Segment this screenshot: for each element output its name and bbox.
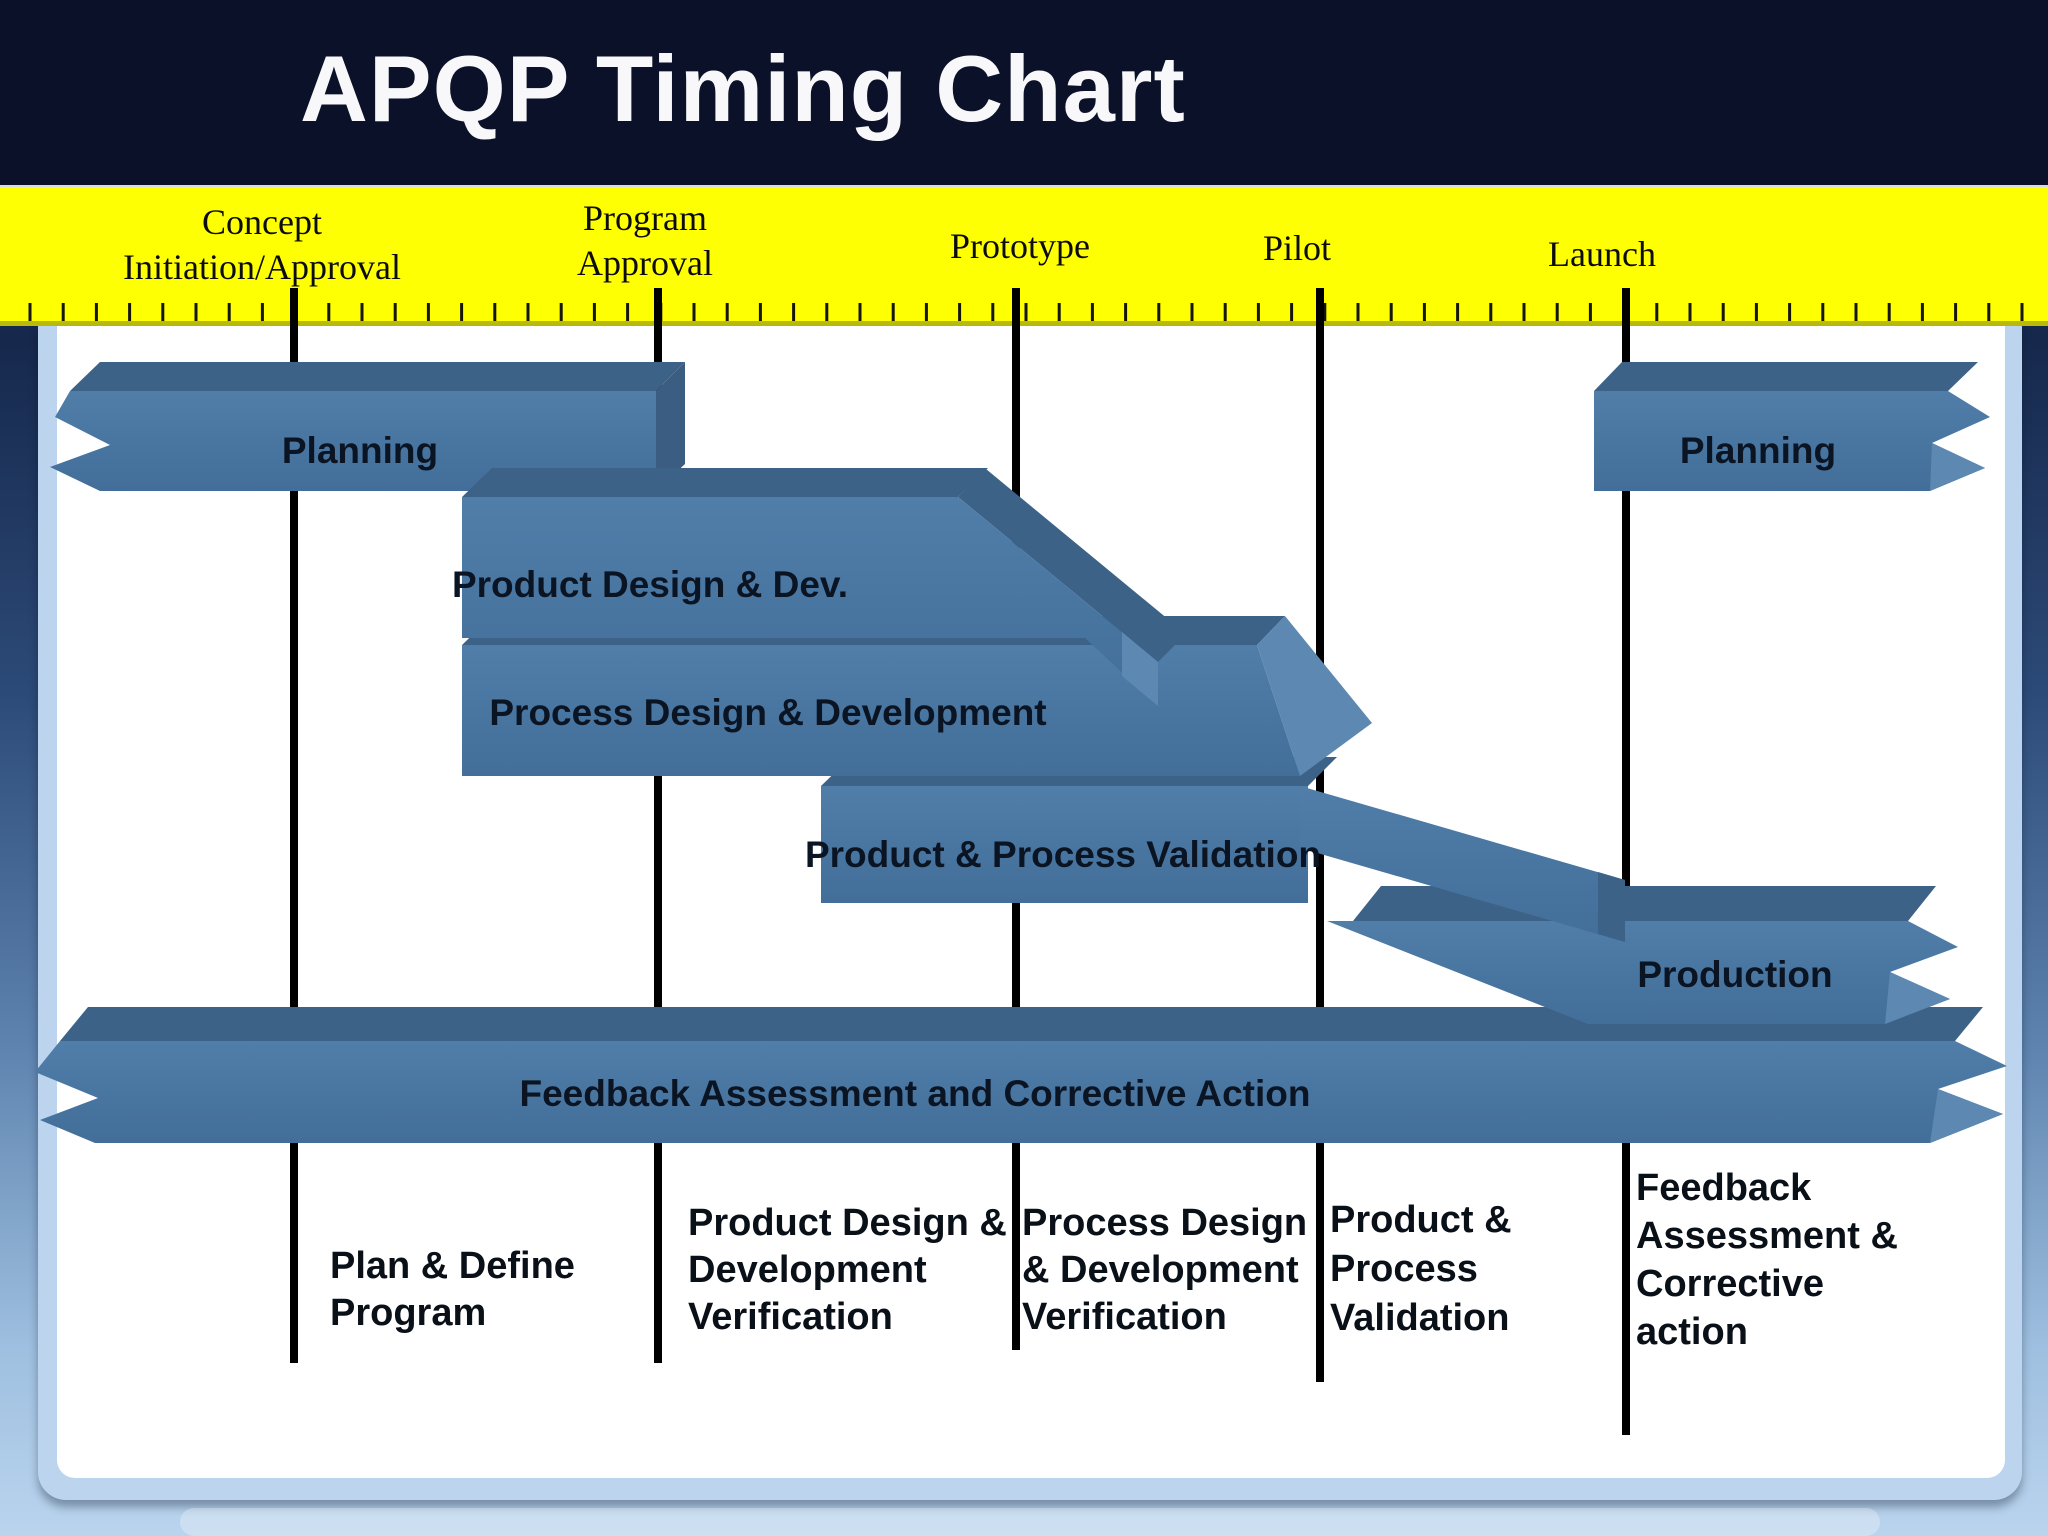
- timeline-ruler: Concept Initiation/Approval Program Appr…: [0, 185, 2048, 326]
- milestone-label-launch: Launch: [1548, 234, 1656, 274]
- phase-label-process-design-ver: Process Design & Development Verificatio…: [1022, 1202, 1308, 1338]
- bar-label-process-design: Process Design & Development: [489, 692, 1046, 733]
- bar-label-product-design: Product Design & Dev.: [452, 564, 848, 605]
- bar-planning-right: [1594, 362, 1990, 491]
- slide-header: APQP Timing Chart: [0, 0, 2048, 185]
- milestone-label-program: Program Approval: [577, 198, 713, 283]
- phase-label-product-design-ver: Product Design & Development Verificatio…: [688, 1202, 1007, 1338]
- milestone-label-concept: Concept Initiation/Approval: [123, 202, 401, 287]
- bar-product-design-dev: [462, 468, 1186, 706]
- bar-product-process-validation: [821, 757, 1337, 903]
- bar-label-planning-right: Planning: [1680, 430, 1836, 471]
- phase-label-plan-define: Plan & Define Program: [330, 1245, 575, 1334]
- bar-feedback-assessment: [35, 1007, 2007, 1143]
- bar-label-validation: Product & Process Validation: [805, 834, 1321, 875]
- bar-planning-left: [50, 362, 685, 491]
- page-title: APQP Timing Chart: [300, 36, 1186, 141]
- milestone-label-pilot: Pilot: [1262, 228, 1332, 268]
- ruler-ticks: [28, 303, 2024, 321]
- phase-label-validation: Product & Process Validation: [1330, 1199, 1512, 1339]
- panel-reflection: [180, 1508, 1880, 1536]
- phase-label-feedback: Feedback Assessment & Corrective action: [1636, 1167, 1898, 1353]
- bar-validation-diagonal: [1300, 786, 1625, 942]
- milestone-label-prototype: Prototype: [950, 226, 1090, 266]
- bar-label-feedback: Feedback Assessment and Corrective Actio…: [520, 1073, 1311, 1114]
- bar-label-production: Production: [1637, 954, 1832, 995]
- bar-label-planning-left: Planning: [282, 430, 438, 471]
